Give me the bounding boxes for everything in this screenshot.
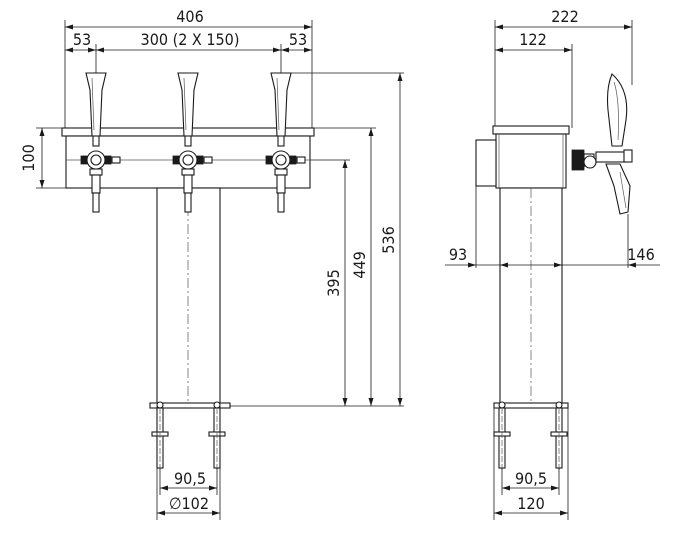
base-plate-side [493,401,569,470]
tap-right [265,72,306,213]
dimension-foot-spacing-side: 90,5 [501,468,560,495]
box-depth-label: 122 [519,30,546,49]
dimension-height-449: 449 [350,128,374,406]
dimension-foot-spacing: 90,5 [159,468,218,495]
tap-left [80,72,121,213]
right-offset-label: 53 [289,30,307,49]
left-offset-label: 53 [73,30,91,49]
dimension-box-height: 100 [19,127,66,189]
column [156,187,221,407]
base-plate [149,401,404,470]
dimension-overall-width: 406 [64,7,313,128]
total-height-label: 536 [379,226,398,253]
height-449-label: 449 [350,251,369,278]
box-height-label: 100 [19,144,38,171]
dimension-tap-spacing: 53 300 (2 X 150) 53 [65,30,312,75]
tap-side [571,73,633,215]
base-width-label: 120 [517,494,544,513]
tap-spacing-label: 300 (2 X 150) [141,30,240,49]
dimension-overall-depth: 222 [494,7,633,128]
dimension-box-depth: 122 [495,30,573,128]
overall-width-label: 406 [176,7,203,26]
dimension-column-diameter: ∅102 [156,406,221,520]
tap-center [172,72,213,213]
dimension-base-width: 120 [493,406,569,520]
height-395-label: 395 [324,269,343,296]
dimension-total-height: 536 [379,73,403,406]
dimension-side-offsets: 93 146 [445,186,660,268]
side-view: 222 122 [445,7,660,520]
overall-depth-label: 222 [551,7,578,26]
column-diameter-label: ∅102 [169,494,209,513]
rear-offset-label: 93 [449,245,467,264]
tap-box-side [475,125,570,189]
front-view: 406 53 300 (2 X 150) 53 [19,7,404,520]
foot-spacing-side-label: 90,5 [515,469,547,488]
dimension-height-395: 395 [324,160,348,406]
foot-spacing-label: 90,5 [174,469,206,488]
front-offset-label: 146 [627,245,654,264]
column-side [499,187,563,407]
